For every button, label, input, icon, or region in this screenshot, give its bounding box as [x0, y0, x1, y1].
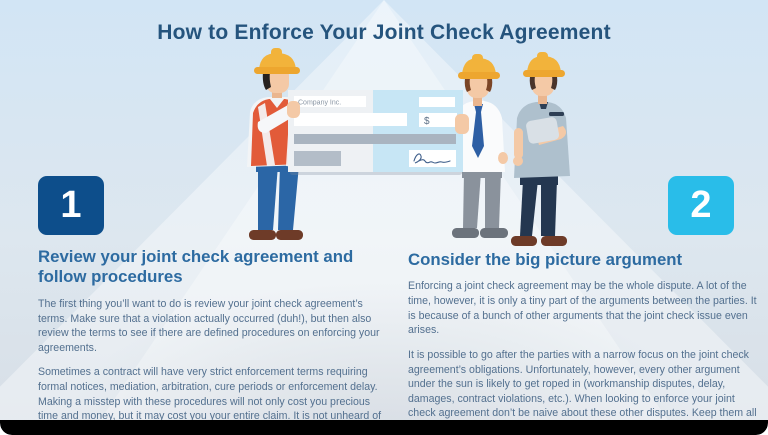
worker-paper: [526, 117, 560, 144]
check-dollar-sign: $: [424, 116, 430, 127]
footer-bar: [0, 420, 768, 435]
step-2-heading: Consider the big picture argument: [408, 250, 683, 269]
step-2-number: 2: [690, 184, 712, 226]
check-memo-bar: [294, 134, 456, 144]
check-amount-field: [419, 113, 457, 127]
page-title: How to Enforce Your Joint Check Agreemen…: [157, 21, 611, 44]
worker-tie: [452, 54, 508, 238]
worker-polo: [511, 52, 570, 246]
step-1-paragraph-1: The first thing you’ll want to do is rev…: [38, 297, 380, 354]
check-payee-field: [294, 113, 407, 126]
step-1-paragraph-2: Sometimes a contract will have very stri…: [38, 366, 383, 435]
step-1-section: Review your joint check agreement and fo…: [38, 247, 385, 435]
step-2-section: Consider the big picture argument Enforc…: [408, 250, 758, 435]
check-payer-label: Company Inc.: [298, 100, 341, 107]
check-date-field: [419, 97, 455, 107]
step-1-number: 1: [60, 184, 82, 226]
check-signature-squiggle: [413, 153, 451, 164]
worker-hands: [257, 101, 469, 134]
joint-check: Company Inc. $: [288, 90, 463, 175]
worker-vest: [247, 48, 307, 240]
step-1-badge: 1: [38, 176, 104, 235]
step-2-badge: 2: [668, 176, 734, 235]
step-1-heading: Review your joint check agreement and fo…: [38, 247, 354, 287]
step-2-paragraph-1: Enforcing a joint check agreement may be…: [408, 280, 757, 337]
check-payer-field: [294, 96, 366, 107]
check-signature-field: [409, 150, 456, 167]
check-stub-box: [294, 151, 341, 166]
